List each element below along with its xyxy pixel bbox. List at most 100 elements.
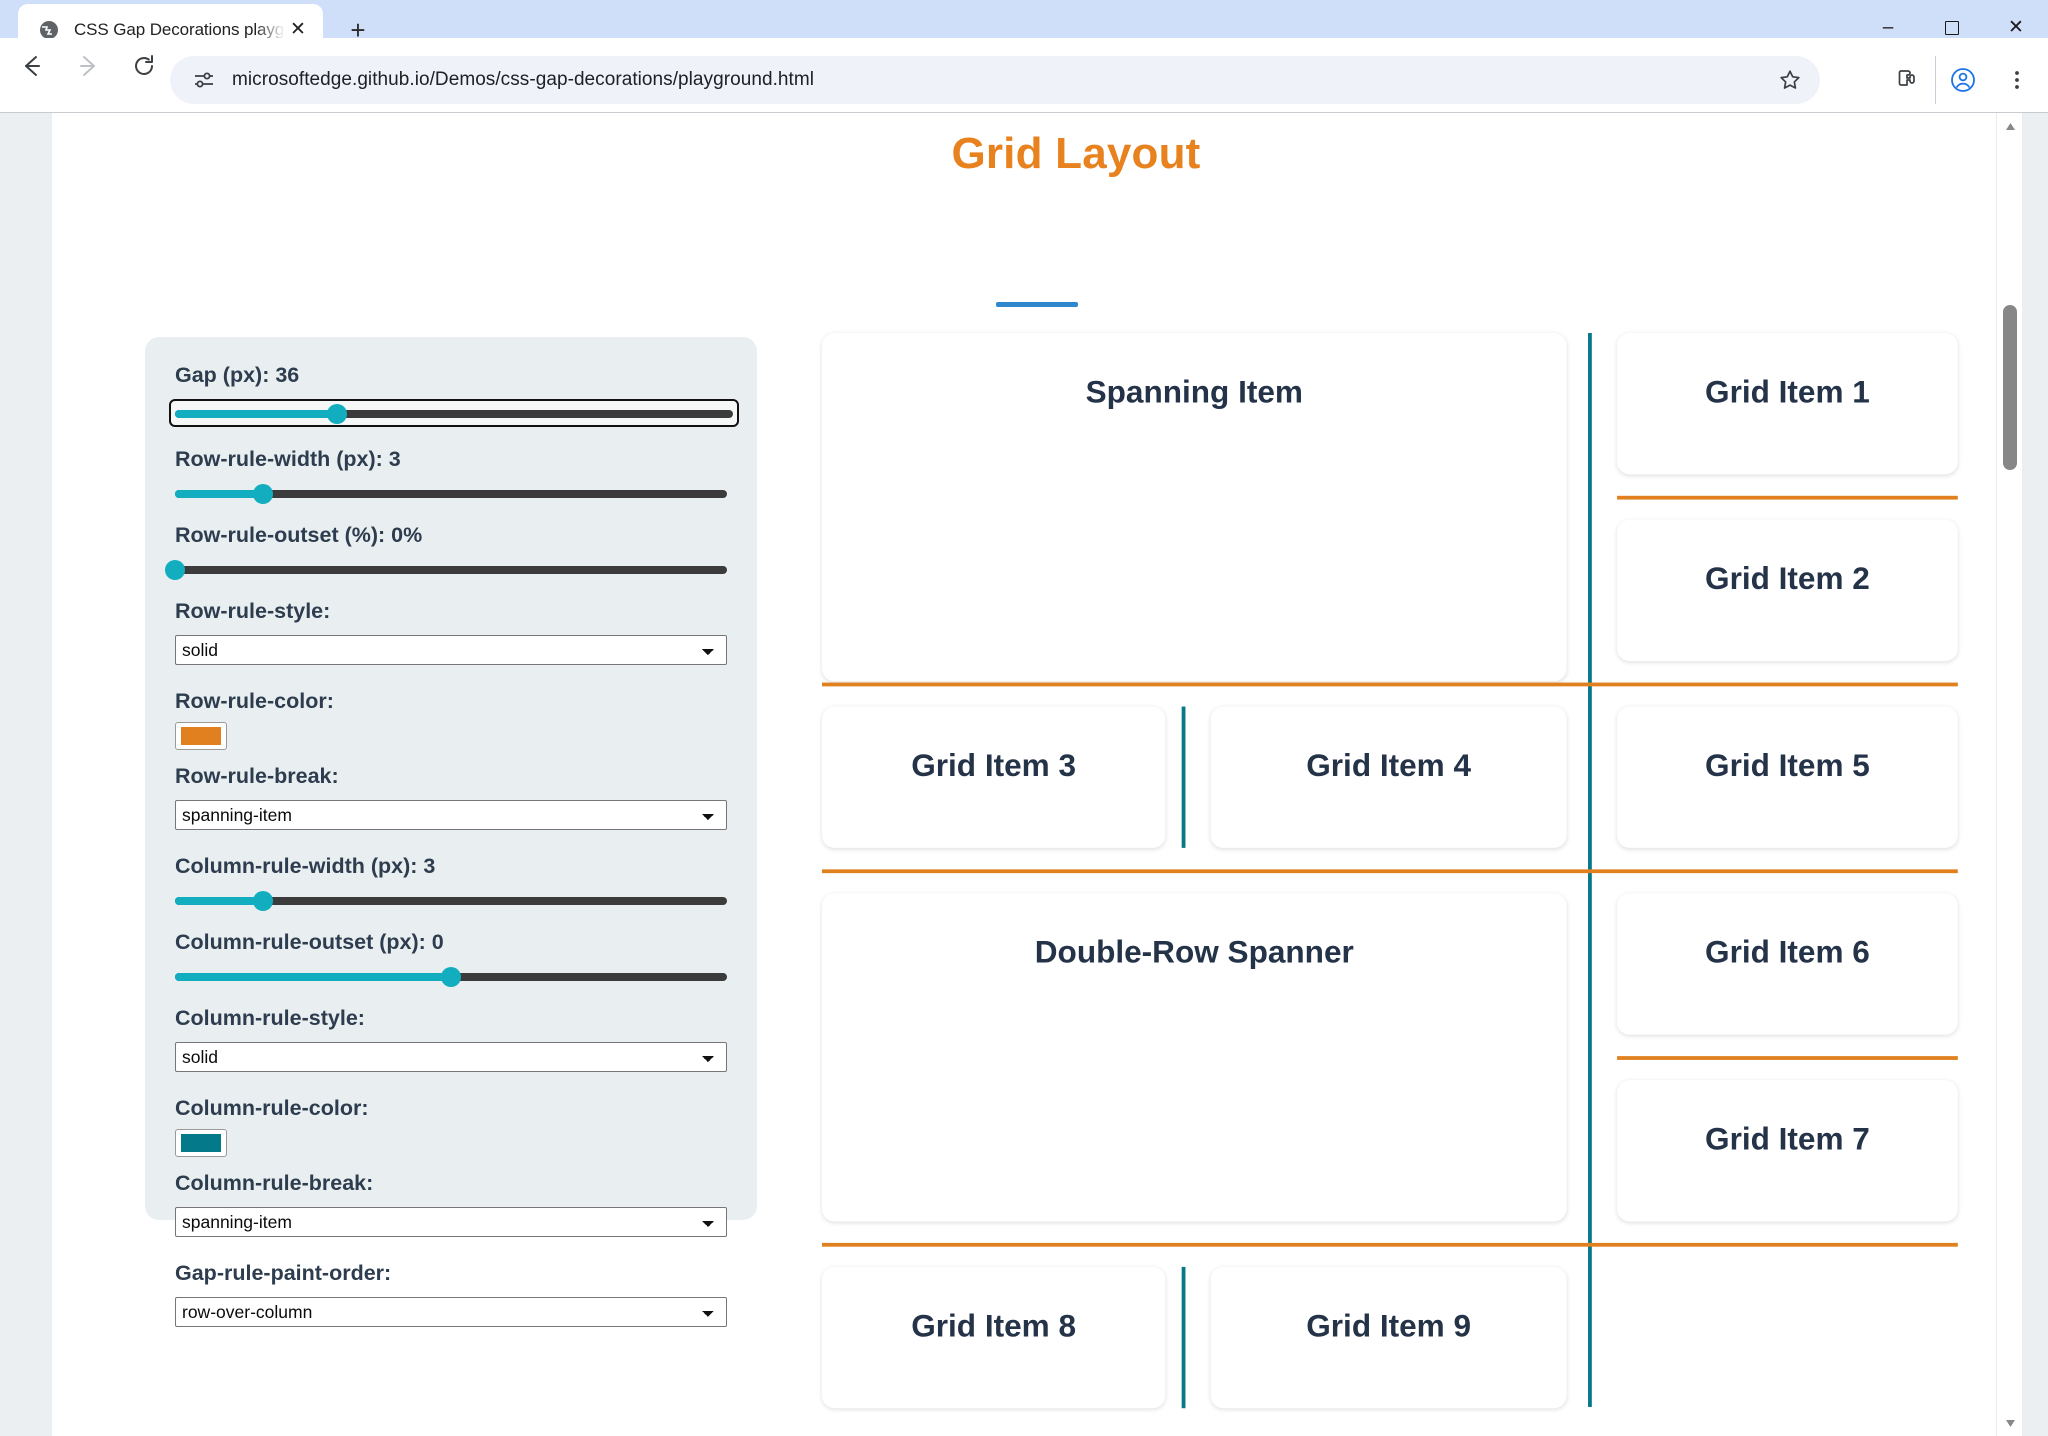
minimize-button[interactable]: – [1882, 16, 1894, 38]
grid-item[interactable]: Grid Item 8 [822, 1266, 1166, 1409]
color-swatch-column-rule-color[interactable] [175, 1129, 227, 1157]
slider-fill [175, 490, 264, 498]
select-column-rule-break[interactable]: nonespanning-itemintersection [175, 1207, 727, 1237]
slider-gap[interactable] [169, 399, 739, 427]
grid-item[interactable]: Spanning Item [822, 333, 1567, 682]
scroll-up-icon[interactable] [1997, 113, 2023, 139]
color-swatch-row-rule-color[interactable] [175, 722, 227, 750]
grid-item-label: Grid Item 1 [1705, 374, 1870, 410]
color-swatch-fill [181, 727, 221, 745]
chrome-divider [0, 112, 2048, 113]
slider-fill [175, 410, 337, 418]
grid-item[interactable]: Grid Item 9 [1210, 1266, 1567, 1409]
control-label-row-rule-width: Row-rule-width (px): 3 [175, 447, 401, 471]
slider-row-rule-outset[interactable] [165, 559, 727, 581]
controls-panel: Gap (px): 36 Row-rule-width (px): 3 Row-ru… [145, 337, 757, 1327]
grid-item-label: Spanning Item [1085, 374, 1303, 410]
grid-item-label: Grid Item 3 [911, 748, 1077, 784]
tab-title: CSS Gap Decorations playground [74, 19, 285, 39]
extensions-puzzle-icon[interactable] [1881, 56, 1935, 104]
grid-item-label: Grid Item 9 [1306, 1308, 1472, 1344]
globe-icon [38, 18, 60, 41]
control-label-column-rule-break: Column-rule-break: [175, 1171, 374, 1195]
three-dot-menu-icon[interactable] [1990, 56, 2044, 104]
slider-column-rule-width[interactable] [175, 890, 727, 912]
slider-track [175, 897, 727, 905]
site-settings-icon[interactable] [182, 68, 226, 92]
control-gap-rule-paint-order: Gap-rule-paint-order: row-over-columncolu… [175, 1261, 727, 1327]
control-label-column-rule-color: Column-rule-color: [175, 1096, 369, 1120]
slider-row-rule-width[interactable] [175, 483, 727, 505]
page-title: Grid Layout [951, 129, 1201, 178]
row-rule [822, 682, 1958, 687]
control-row-rule-outset: Row-rule-outset (%): 0% [165, 523, 727, 581]
control-column-rule-break: Column-rule-break: nonespanning-iteminter… [175, 1171, 727, 1237]
color-swatch-fill [181, 1134, 221, 1152]
scrollbar-thumb[interactable] [2003, 305, 2017, 470]
grid-item-label: Grid Item 6 [1705, 934, 1870, 971]
control-gap: Gap (px): 36 [169, 363, 739, 427]
grid-item[interactable]: Grid Item 3 [822, 706, 1166, 848]
grid-item[interactable]: Grid Item 4 [1210, 706, 1567, 848]
select-row-rule-break[interactable]: nonespanning-itemintersection [175, 800, 727, 830]
slider-track [175, 566, 727, 574]
grid-item[interactable]: Grid Item 2 [1617, 519, 1958, 662]
control-column-rule-width: Column-rule-width (px): 3 [175, 854, 727, 912]
control-row-rule-width: Row-rule-width (px): 3 [175, 447, 727, 505]
omnibox-actions [1766, 56, 1814, 104]
row-rule [1617, 1056, 1958, 1060]
slider-thumb[interactable] [253, 484, 274, 504]
grid-item[interactable]: Double-Row Spanner [822, 893, 1567, 1222]
control-label-row-rule-outset: Row-rule-outset (%): 0% [175, 523, 423, 547]
grid-item-label: Double-Row Spanner [1034, 934, 1354, 971]
maximize-button[interactable] [1920, 0, 1984, 55]
page-viewport: Grid Layout Gap (px): 36 Row-rule-width (… [0, 113, 2048, 1436]
control-label-gap-rule-paint-order: Gap-rule-paint-order: [175, 1261, 392, 1285]
control-label-row-rule-style: Row-rule-style: [175, 599, 331, 623]
control-label-row-rule-color: Row-rule-color: [175, 689, 334, 713]
page-scrollbar[interactable] [1996, 113, 2022, 1436]
grid-item[interactable]: Grid Item 7 [1617, 1080, 1958, 1222]
new-tab-button[interactable]: + [350, 14, 366, 45]
back-arrow-icon[interactable] [4, 38, 60, 94]
select-row-rule-style[interactable]: nonesoliddasheddotteddoublegrooveridgein… [175, 635, 727, 665]
control-label-column-rule-style: Column-rule-style: [175, 1006, 365, 1030]
control-column-rule-outset: Column-rule-outset (px): 0 [175, 930, 727, 988]
close-icon[interactable]: ✕ [290, 19, 306, 40]
window-controls: – ✕ [1856, 0, 2048, 55]
control-column-rule-color: Column-rule-color: [175, 1096, 727, 1157]
scroll-down-icon[interactable] [1997, 1410, 2023, 1436]
control-label-gap: Gap (px): 36 [175, 363, 300, 387]
address-bar[interactable]: microsoftedge.github.io/Demos/css-gap-de… [170, 56, 1820, 104]
row-rule [1617, 495, 1958, 500]
grid-item[interactable]: Grid Item 6 [1617, 893, 1958, 1035]
forward-arrow-icon[interactable] [60, 38, 116, 94]
column-rule [1181, 706, 1186, 848]
row-rule [822, 1242, 1958, 1247]
slider-column-rule-outset[interactable] [175, 966, 727, 988]
reload-icon[interactable] [116, 38, 172, 94]
grid-item[interactable]: Grid Item 5 [1617, 706, 1958, 848]
grid-item-label: Grid Item 4 [1306, 748, 1472, 784]
select-column-rule-style[interactable]: nonesoliddasheddotteddoublegrooveridgein… [175, 1042, 727, 1072]
profile-avatar-icon[interactable] [1936, 56, 1990, 104]
control-label-row-rule-break: Row-rule-break: [175, 764, 339, 788]
select-gap-rule-paint-order[interactable]: row-over-columncolumn-over-row [175, 1297, 727, 1327]
slider-thumb[interactable] [326, 404, 347, 424]
star-icon[interactable] [1766, 56, 1814, 104]
control-label-column-rule-width: Column-rule-width (px): 3 [175, 854, 436, 878]
grid-item-label: Grid Item 5 [1705, 748, 1870, 784]
grid-item-label: Grid Item 2 [1705, 561, 1870, 597]
close-window-button[interactable]: ✕ [2008, 17, 2024, 38]
grid-item-label: Grid Item 8 [911, 1308, 1077, 1344]
slider-thumb[interactable] [441, 967, 461, 987]
slider-fill [175, 897, 264, 905]
toolbar-separator [1935, 56, 1936, 104]
grid-preview: Spanning Item Grid Item 1 Grid Item 2 Grid … [822, 333, 2048, 1436]
slider-thumb[interactable] [165, 560, 185, 580]
grid-item[interactable]: Grid Item 1 [1617, 333, 1958, 475]
slider-track [175, 410, 733, 418]
row-rule [822, 869, 1958, 874]
slider-thumb[interactable] [253, 891, 274, 911]
